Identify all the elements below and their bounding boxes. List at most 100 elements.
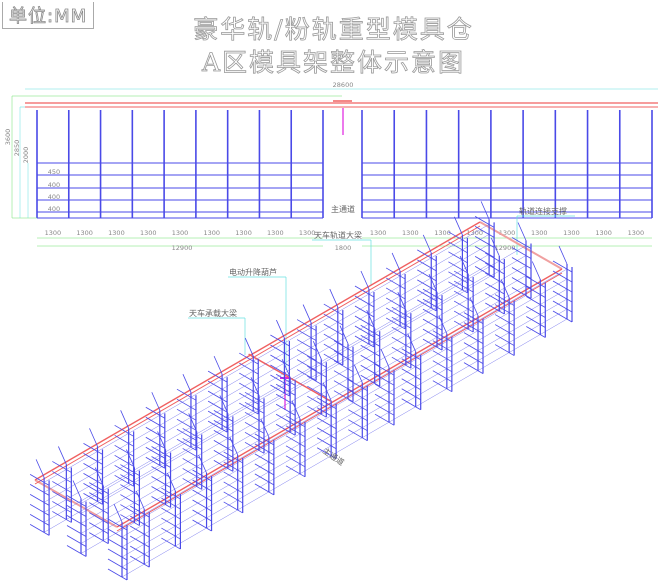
iso-rack-arm — [485, 292, 505, 305]
iso-rack-arm — [239, 392, 259, 405]
iso-rack-arm — [526, 296, 546, 308]
iso-rack-arm — [254, 463, 275, 476]
iso-rack-arm — [474, 236, 495, 248]
iso-rack-bracket — [490, 237, 500, 257]
iso-rack-arm — [107, 538, 128, 551]
iso-rack-bracket — [182, 374, 192, 393]
iso-rack-bracket — [360, 270, 370, 290]
iso-rack-arm — [417, 259, 437, 272]
iso-rack-arm — [474, 226, 495, 238]
iso-rack-bracket — [167, 472, 176, 492]
iso-rack-arm — [417, 299, 437, 312]
iso-rack-arm — [145, 426, 166, 439]
iso-rack-arm — [323, 333, 344, 346]
iso-rack-arm — [385, 287, 406, 300]
iso-rack-arm — [83, 443, 103, 455]
iso-rack-rail — [43, 244, 490, 503]
iso-rack-rail — [121, 298, 568, 558]
iso-rack-arm — [107, 568, 128, 581]
bay-width-dim: 1300 — [370, 229, 387, 237]
iso-rack-arm — [192, 519, 212, 532]
iso-rack-arm — [511, 237, 532, 249]
iso-rack-arm — [485, 302, 505, 315]
iso-rack-arm — [422, 318, 443, 331]
iso-rack-arm — [511, 287, 532, 299]
iso-rack-bracket — [120, 410, 130, 429]
iso-rack-arm — [463, 332, 484, 344]
iso-rack-arm — [213, 440, 234, 452]
iso-rack-rail — [121, 308, 568, 568]
bay-width-dim: 1300 — [76, 229, 93, 237]
bay-width-dim: 1300 — [467, 229, 484, 237]
iso-rack-arm — [145, 436, 166, 449]
iso-rack-arm — [223, 481, 243, 494]
iso-rack-rail — [43, 224, 490, 483]
iso-rack-arm — [114, 424, 134, 437]
iso-rack-arm — [114, 444, 134, 457]
iso-rack-arm — [207, 410, 228, 423]
iso-rack-arm — [176, 388, 197, 401]
iso-rack-bracket — [244, 337, 254, 357]
iso-rack-arm — [52, 481, 72, 493]
label-crane-rail-beam: 天车轨道大梁 — [314, 230, 362, 240]
bay-width-dim: 1300 — [299, 229, 316, 237]
iso-rack-arm — [176, 438, 197, 451]
iso-rack-arm — [161, 527, 181, 540]
iso-rack-arm — [270, 334, 290, 347]
iso-rack-arm — [52, 511, 72, 523]
iso-rack-arm — [285, 455, 306, 468]
iso-rack-arm — [207, 400, 228, 413]
iso-rack-arm — [114, 474, 134, 487]
iso-rack-bracket — [229, 436, 239, 456]
iso-rack-bracket — [438, 315, 448, 334]
iso-rack-arm — [360, 364, 380, 377]
iso-rack-arm — [354, 305, 375, 318]
iso-rack-arm — [511, 267, 532, 279]
iso-rack-arm — [401, 398, 421, 411]
iso-rack-rail — [121, 288, 568, 548]
iso-rack-arm — [114, 454, 134, 467]
iso-rack-arm — [348, 419, 368, 432]
iso-rack-arm — [213, 460, 234, 472]
iso-rack-arm — [254, 453, 275, 466]
iso-rack-arm — [182, 458, 202, 470]
iso-rack-arm — [417, 269, 437, 282]
iso-rack-arm — [448, 261, 468, 274]
iso-rack-arm — [239, 352, 259, 365]
iso-rack-arm — [285, 465, 306, 478]
iso-rack-arm — [29, 514, 50, 526]
iso-rack-arm — [401, 388, 421, 401]
iso-rack-arm — [348, 429, 368, 442]
shelf-spacing-2: 400 — [48, 181, 60, 189]
iso-rack-arm — [453, 320, 474, 333]
iso-rack-arm — [296, 369, 317, 381]
height-dim-3: 2000 — [22, 147, 30, 164]
iso-rack-bracket — [213, 355, 223, 375]
iso-rack-arm — [474, 246, 495, 258]
iso-rack-rail — [121, 318, 568, 578]
iso-rack-arm — [323, 323, 344, 336]
iso-rack-arm — [333, 380, 354, 393]
iso-rack-arm — [270, 364, 290, 377]
iso-rack-arm — [494, 324, 515, 336]
shelf-spacing-4: 400 — [48, 205, 60, 213]
iso-rack-arm — [422, 328, 443, 341]
iso-rack-arm — [432, 350, 453, 363]
iso-rack-arm — [401, 368, 421, 381]
iso-rack-arm — [526, 316, 546, 328]
iso-rack-arm — [207, 390, 228, 403]
iso-rack-arm — [244, 431, 265, 444]
iso-rack-bracket — [380, 349, 390, 368]
iso-rack-rail — [43, 274, 490, 533]
iso-crane-rail-beam — [116, 272, 563, 532]
iso-rack-arm — [417, 289, 437, 302]
iso-rack-rail — [80, 245, 527, 504]
iso-rack-arm — [323, 303, 344, 316]
bay-width-dim: 1300 — [140, 229, 157, 237]
iso-rack-arm — [552, 260, 573, 273]
iso-rack-arm — [107, 558, 128, 571]
label-electric-hoist: 电动升降葫芦 — [229, 267, 277, 277]
iso-rack-arm — [29, 504, 50, 516]
iso-rack-arm — [354, 325, 375, 338]
